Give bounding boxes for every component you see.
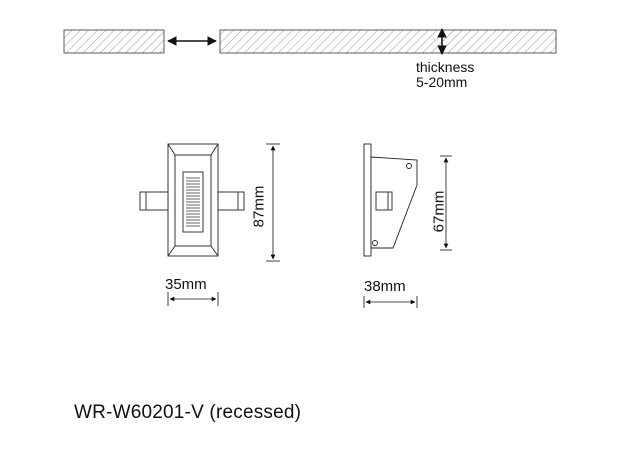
thickness-range-label: 5-20mm bbox=[416, 74, 468, 90]
wall-left-segment bbox=[63, 29, 165, 54]
front-faceplate bbox=[167, 143, 219, 257]
side-height-label: 67mm bbox=[430, 190, 448, 233]
thickness-label: thickness bbox=[416, 59, 475, 75]
side-dimensions bbox=[363, 155, 452, 308]
front-right-pin bbox=[217, 191, 245, 211]
front-dimensions bbox=[167, 143, 280, 306]
led-strip bbox=[186, 177, 200, 227]
front-bevel bbox=[174, 154, 212, 247]
model-caption: WR-W60201-V (recessed) bbox=[74, 402, 302, 423]
side-depth-label: 38mm bbox=[364, 278, 406, 295]
side-pin bbox=[375, 191, 393, 211]
side-view bbox=[363, 143, 418, 257]
front-light-window bbox=[182, 171, 204, 233]
front-view bbox=[139, 143, 245, 257]
front-height-label: 87mm bbox=[250, 185, 268, 228]
wall-section bbox=[63, 28, 557, 55]
side-housing bbox=[370, 156, 418, 249]
side-screw-top bbox=[406, 163, 412, 169]
front-left-pin bbox=[139, 191, 169, 211]
wall-right-segment bbox=[219, 29, 557, 54]
front-width-label: 35mm bbox=[165, 276, 207, 293]
side-faceplate bbox=[363, 143, 372, 257]
side-screw-bottom bbox=[372, 240, 378, 246]
